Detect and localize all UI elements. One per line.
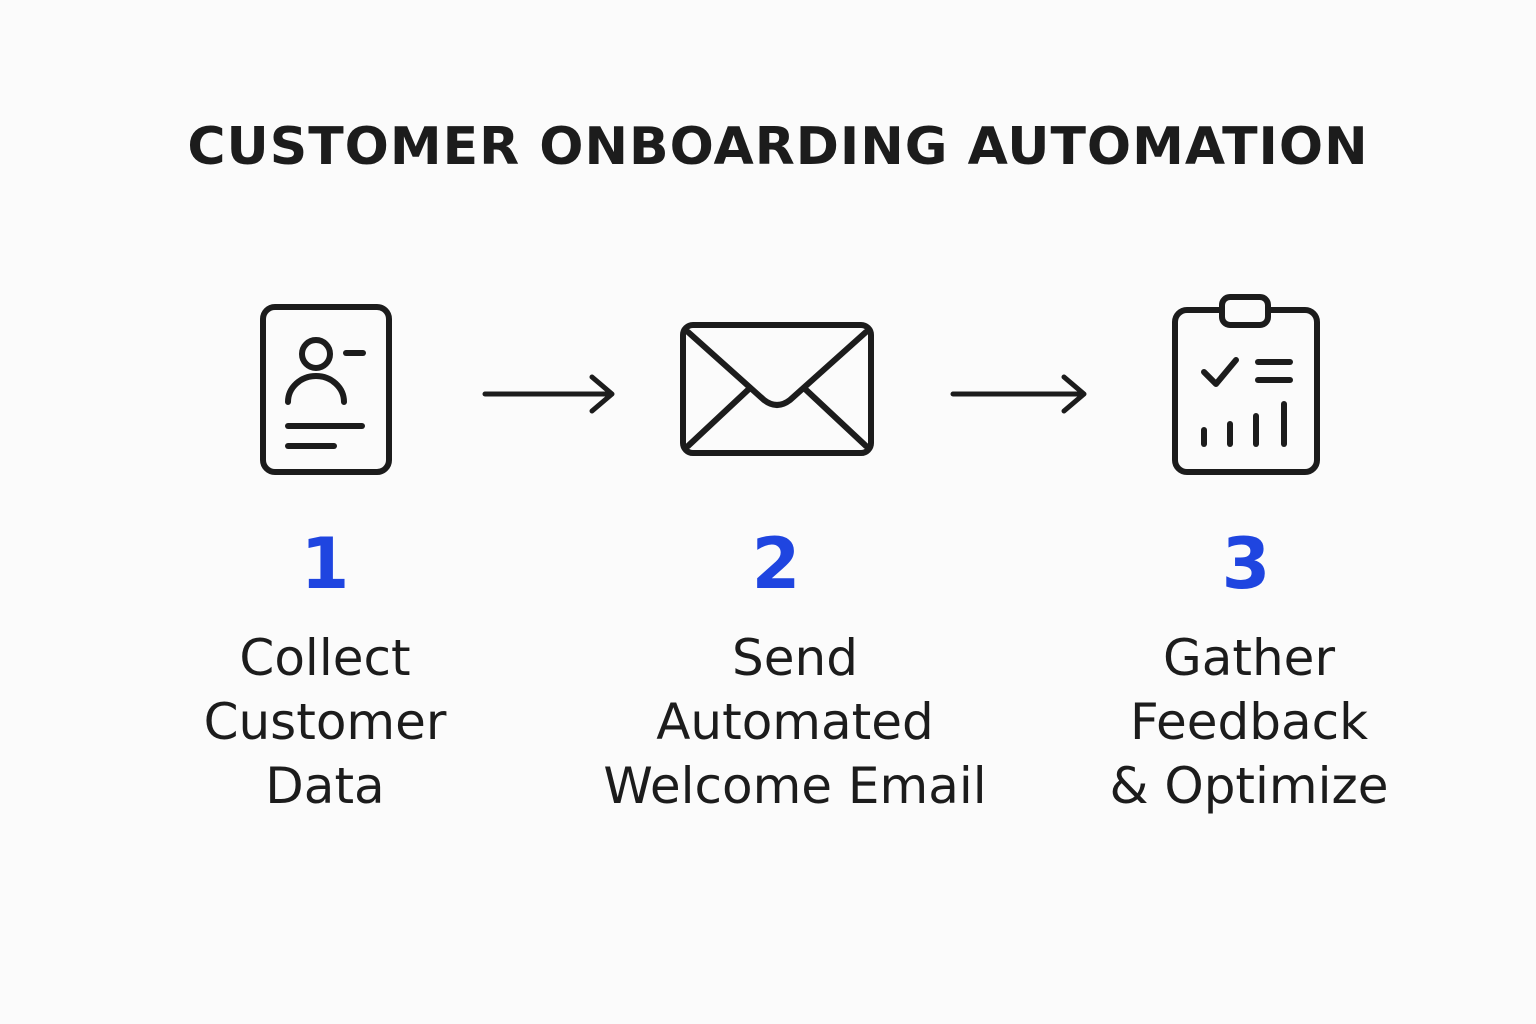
step-1-label-line: Customer (203, 693, 447, 751)
contact-card-icon (260, 304, 394, 476)
step-3-label: Gather Feedback & Optimize (1019, 626, 1479, 818)
step-3-number: 3 (1221, 523, 1271, 605)
step-1-number: 1 (300, 523, 350, 605)
step-1-label: Collect Customer Data (95, 626, 555, 818)
step-2-label-line: Welcome Email (603, 757, 987, 815)
arrow-right-icon (482, 372, 618, 416)
step-1-label-line: Data (265, 757, 385, 815)
step-3-label-line: Gather (1163, 629, 1335, 687)
step-3-label-line: Feedback (1129, 693, 1369, 751)
arrow-right-icon (950, 372, 1090, 416)
step-2-label: Send Automated Welcome Email (565, 626, 1025, 818)
step-3-label-line: & Optimize (1109, 757, 1389, 815)
step-2-label-line: Send (732, 629, 858, 687)
envelope-icon (680, 322, 876, 458)
step-2-number: 2 (751, 523, 801, 605)
step-1-label-line: Collect (239, 629, 411, 687)
step-2-label-line: Automated (656, 693, 934, 751)
clipboard-chart-icon (1172, 294, 1322, 476)
diagram-title: CUSTOMER ONBOARDING AUTOMATION (187, 117, 1369, 177)
